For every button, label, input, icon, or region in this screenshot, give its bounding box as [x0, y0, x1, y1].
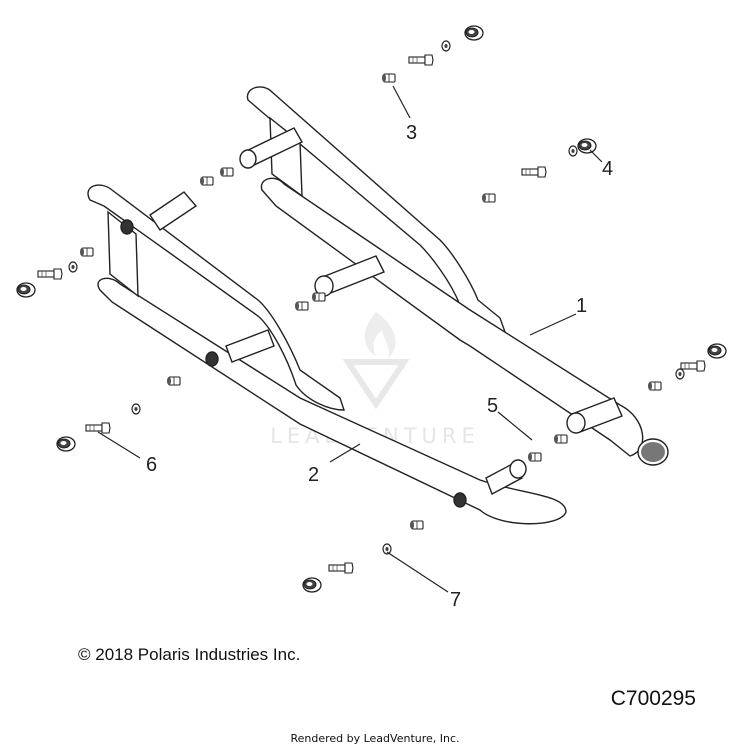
callout-6: 6	[146, 454, 157, 476]
nut-7	[294, 301, 309, 311]
leader-6	[97, 431, 141, 459]
bolt-3	[37, 268, 63, 280]
nut-3	[219, 167, 234, 177]
diagram-code: C700295	[610, 687, 696, 710]
nut-9	[647, 381, 662, 391]
leader-5	[497, 411, 533, 441]
bolt-4	[85, 422, 111, 434]
nut-4	[199, 176, 214, 186]
left-rail	[87, 184, 567, 525]
nut-11	[527, 452, 542, 462]
nut-8	[166, 376, 181, 386]
bolt-1	[408, 54, 434, 66]
callout-4: 4	[602, 158, 613, 180]
callout-5: 5	[487, 395, 498, 417]
rendered-by-text: Rendered by LeadVenture, Inc.	[290, 732, 460, 745]
washer-1	[441, 40, 451, 52]
washer-2	[568, 145, 578, 157]
callout-3: 3	[406, 122, 417, 144]
leader-lines	[97, 85, 603, 593]
right-rail	[239, 86, 669, 466]
callout-1: 1	[576, 295, 587, 317]
callout-numbers: 3 4 1 5 6 2 7	[146, 122, 613, 611]
bushing-5	[707, 343, 727, 359]
bolt-6	[328, 562, 354, 574]
nut-5	[79, 247, 94, 257]
bushing-2	[577, 138, 597, 154]
leader-2	[329, 443, 361, 463]
leader-4	[589, 149, 603, 163]
leader-1	[529, 313, 577, 336]
washer-4	[131, 403, 141, 415]
nut-6	[311, 292, 326, 302]
copyright-text: © 2018 Polaris Industries Inc.	[78, 645, 301, 664]
leader-3	[392, 85, 411, 119]
bushing-4	[56, 436, 76, 452]
washer-3	[68, 261, 78, 273]
callout-7: 7	[450, 589, 461, 611]
bushing-6	[302, 577, 322, 593]
nut-10	[553, 434, 568, 444]
nut-12	[409, 520, 424, 530]
bolt-5	[680, 360, 706, 372]
washer-5	[675, 368, 685, 380]
leader-7	[386, 551, 449, 593]
bushing-1	[464, 25, 484, 41]
bushing-3	[16, 282, 36, 298]
callout-2: 2	[308, 464, 319, 486]
nut-2	[481, 193, 496, 203]
bolt-2	[521, 166, 547, 178]
nut-1	[381, 73, 396, 83]
